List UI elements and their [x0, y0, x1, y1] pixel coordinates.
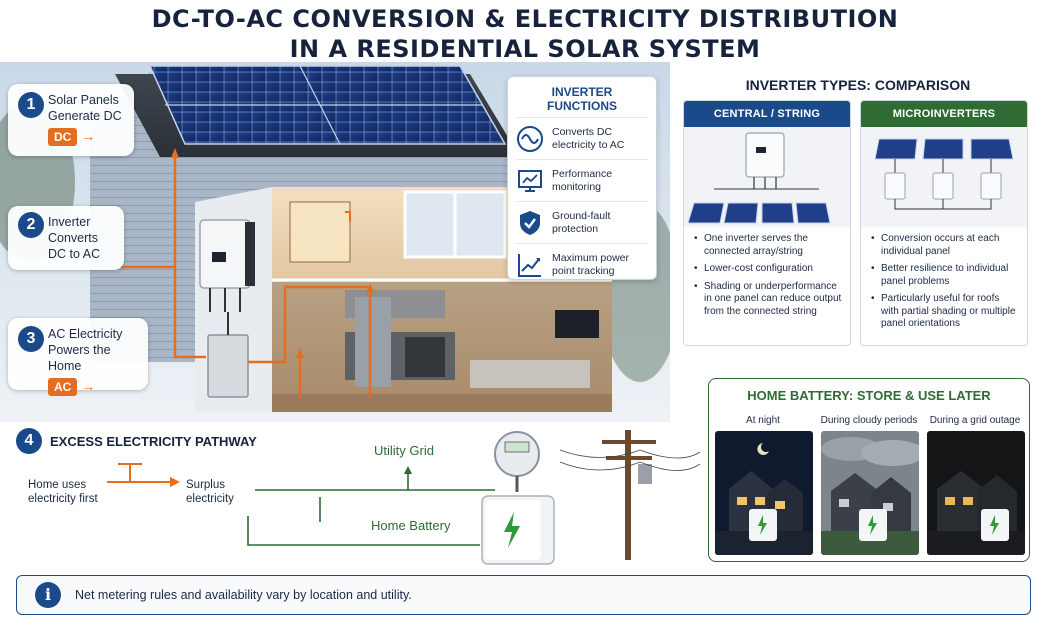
function-1-line-2: electricity to AC: [552, 138, 625, 151]
page-title: DC-TO-AC CONVERSION & ELECTRICITY DISTRI…: [0, 4, 1050, 64]
step-1-line-1: Solar Panels: [48, 93, 119, 107]
step-2-card: 2 Inverter Converts DC to AC: [8, 206, 124, 270]
inverter-functions-title: INVERTER FUNCTIONS: [547, 85, 617, 113]
step-1-number: 1: [18, 92, 44, 118]
central-bullet-1: One inverter serves the connected array/…: [694, 233, 842, 258]
shield-check-icon: [516, 209, 544, 237]
home-uses-line-1: Home uses: [28, 479, 87, 491]
pathway-label: EXCESS ELECTRICITY PATHWAY: [50, 433, 257, 449]
note-text: Net metering rules and availability vary…: [75, 588, 412, 602]
micro-bullet-1: Conversion occurs at each individual pan…: [871, 233, 1019, 258]
step-2-line-1: Inverter: [48, 215, 91, 229]
function-4-line-1: Maximum power: [552, 251, 630, 264]
utility-grid-label: Utility Grid: [374, 443, 434, 458]
step-1-line-2: Generate DC: [48, 109, 122, 123]
micro-bullet-2: Better resilience to individual panel pr…: [871, 263, 1019, 288]
step-2-line-3: DC to AC: [48, 247, 101, 261]
sine-wave-icon: [516, 125, 544, 153]
step-2-line-2: Converts: [48, 231, 99, 245]
arrow-right-icon: →: [81, 378, 96, 394]
central-bullet-2: Lower-cost configuration: [694, 263, 842, 276]
surplus-line-1: Surplus: [186, 479, 225, 491]
pathway-title: 4 EXCESS ELECTRICITY PATHWAY: [16, 428, 257, 454]
step-3-card: 3 AC Electricity Powers the Home AC→: [8, 318, 148, 396]
function-1-line-1: Converts DC: [552, 125, 613, 138]
step-3-number: 3: [18, 326, 44, 352]
surplus-line-2: electricity: [186, 493, 234, 505]
caption-outage: During a grid outage: [929, 415, 1021, 426]
step-1-card: 1 Solar Panels Generate DC DC→: [8, 84, 134, 156]
title-line-2: IN A RESIDENTIAL SOLAR SYSTEM: [289, 35, 761, 63]
meter-icon: [494, 431, 540, 477]
surplus-label: Surplus electricity: [186, 478, 234, 506]
function-3-line-1: Ground-fault: [552, 209, 611, 222]
caption-cloudy: During cloudy periods: [820, 415, 918, 426]
outage-scene: [927, 431, 1025, 555]
night-scene: [715, 431, 813, 555]
net-metering-note: i Net metering rules and availability va…: [16, 575, 1031, 615]
step-4-number: 4: [16, 428, 42, 454]
home-uses-line-2: electricity first: [28, 493, 98, 505]
central-inverter-column: CENTRAL / STRING INVERTER One inverter s…: [683, 100, 851, 346]
ac-tag: AC: [48, 378, 78, 396]
inverter-types-title: INVERTER TYPES: COMPARISON: [745, 77, 971, 93]
trend-chart-icon: [516, 251, 544, 279]
home-battery-label: Home Battery: [371, 518, 451, 533]
home-battery-title: HOME BATTERY: STORE & USE LATER: [747, 388, 991, 403]
pathway-diagram: [107, 430, 700, 565]
function-2-line-2: monitoring: [552, 180, 602, 193]
central-inverter-bullets: One inverter serves the connected array/…: [684, 227, 850, 318]
microinverter-illustration: [861, 127, 1027, 227]
home-uses-label: Home uses electricity first: [28, 478, 98, 506]
dc-tag: DC: [48, 128, 78, 146]
cloudy-scene: [821, 431, 919, 555]
function-2-line-1: Performance: [552, 167, 613, 180]
step-2-number: 2: [18, 212, 44, 238]
microinverters-bullets: Conversion occurs at each individual pan…: [861, 227, 1027, 331]
home-battery-panel: HOME BATTERY: STORE & USE LATER At night…: [708, 378, 1030, 562]
central-inverter-header: CENTRAL / STRING INVERTER: [684, 101, 850, 146]
step-3-line-2: Powers the Home: [48, 343, 111, 373]
string-inverter-illustration: [684, 127, 850, 227]
arrow-right-icon: →: [81, 128, 96, 144]
microinverters-header: MICROINVERTERS: [861, 101, 1027, 127]
function-3-line-2: protection: [552, 222, 599, 235]
step-3-line-1: AC Electricity: [48, 327, 123, 341]
monitor-chart-icon: [516, 167, 544, 195]
caption-night: At night: [746, 415, 780, 426]
microinverters-column: MICROINVERTERS Conversion occurs at each…: [860, 100, 1028, 346]
micro-bullet-3: Particularly useful for roofs with parti…: [871, 293, 1019, 331]
title-line-1: DC-TO-AC CONVERSION & ELECTRICITY DISTRI…: [151, 5, 899, 33]
function-4-line-2: point tracking: [552, 264, 615, 277]
info-icon: i: [35, 582, 61, 608]
central-bullet-3: Shading or underperformance in one panel…: [694, 281, 842, 319]
